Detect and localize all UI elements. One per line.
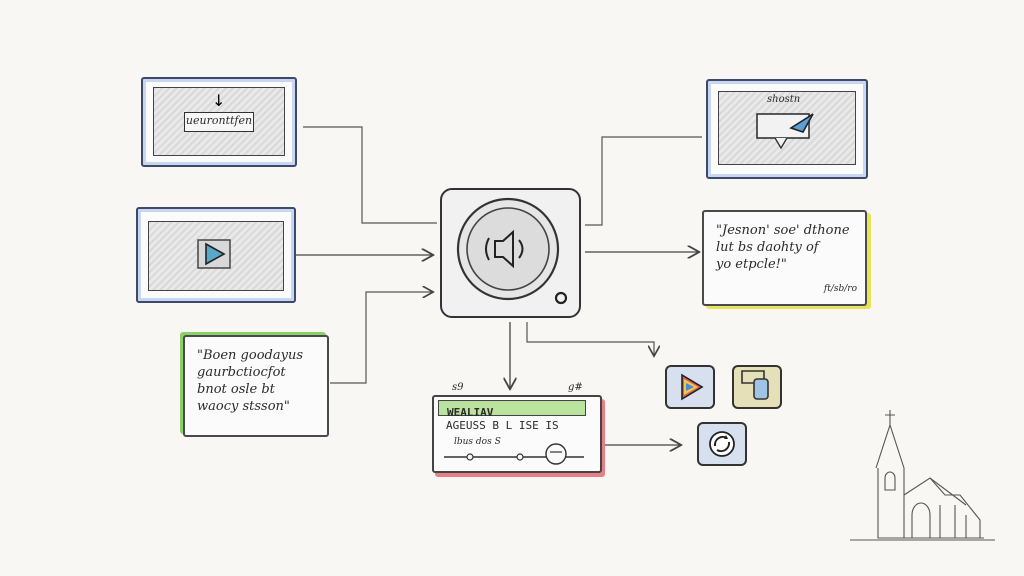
panel-row-2: lbus dos S: [454, 437, 501, 447]
right-note-line: yo etpcle!": [716, 257, 787, 272]
speaker-icon: [456, 197, 568, 305]
down-arrow-icon: ↓: [212, 91, 226, 110]
left-note-line: "Boen goodayus: [197, 348, 303, 363]
panel-title-bar: WEALIAV: [438, 400, 586, 419]
top-left-screen: ↓ ueuronttfen: [153, 87, 285, 156]
top-left-label: ueuronttfen: [184, 112, 254, 132]
link-tile[interactable]: [732, 365, 782, 409]
left-note-line: waocy stsson": [197, 399, 290, 414]
middle-left-screen: [148, 221, 284, 291]
middle-left-card[interactable]: [136, 207, 296, 303]
top-left-card[interactable]: ↓ ueuronttfen: [141, 77, 297, 167]
top-right-label: shostn: [767, 94, 801, 105]
panel-title: WEALIAV: [447, 406, 494, 419]
top-right-screen: shostn: [718, 91, 856, 165]
bottom-panel[interactable]: WEALIAV AGEUSS B L ISE IS lbus dos S: [432, 395, 602, 473]
cursor-icon: [756, 113, 814, 150]
top-right-card[interactable]: shostn: [706, 79, 868, 179]
sync-icon: [709, 431, 735, 457]
panel-corner-left: s9: [452, 382, 464, 393]
play-icon: [197, 239, 231, 269]
play-icon: [681, 373, 704, 401]
right-note-line: "Jesnon' soe' dthone: [716, 223, 850, 238]
panel-controls: [444, 443, 584, 465]
church-sketch: [850, 410, 995, 541]
left-note: "Boen goodayus gaurbctiocfot bnot osle b…: [183, 335, 329, 437]
media-play-tile[interactable]: [665, 365, 715, 409]
left-note-line: gaurbctiocfot: [197, 365, 286, 380]
right-note: "Jesnon' soe' dthone lut bs daohty of yo…: [702, 210, 867, 306]
sync-tile[interactable]: [697, 422, 747, 466]
speaker-button[interactable]: [440, 188, 581, 318]
left-note-line: bnot osle bt: [197, 382, 275, 397]
panel-row-1: AGEUSS B L ISE IS: [446, 419, 559, 432]
right-note-signature: ft/sb/ro: [823, 284, 857, 294]
link-icon: [741, 370, 769, 400]
right-note-line: lut bs daohty of: [716, 240, 819, 255]
panel-corner-right: g#: [568, 382, 583, 393]
